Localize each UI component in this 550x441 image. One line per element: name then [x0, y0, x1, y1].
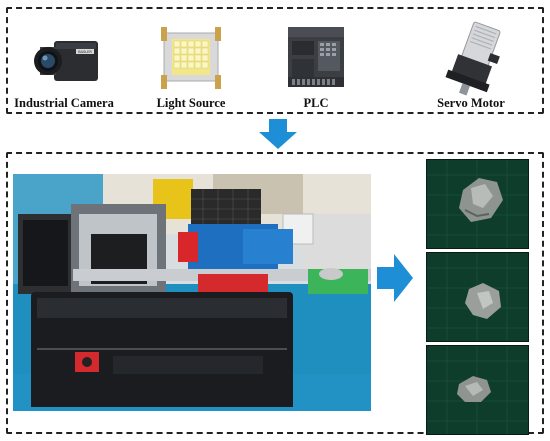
captured-ore-image-3: [426, 345, 529, 435]
hardware-components-panel: BASLER Industrial Camera Light Source: [6, 7, 544, 114]
system-setup-panel: [6, 152, 544, 434]
component-label: PLC: [303, 96, 329, 110]
camera-badge-text: BASLER: [78, 50, 92, 54]
component-servo-motor: Servo Motor: [412, 9, 530, 112]
captured-ore-image-1: [426, 159, 529, 249]
captured-ore-image-2: [426, 252, 529, 342]
component-label: Light Source: [156, 96, 226, 110]
component-plc: PLC: [266, 9, 366, 112]
servo-motor-icon: [445, 21, 501, 96]
component-label: Industrial Camera: [14, 96, 114, 110]
plc-icon: [288, 27, 344, 87]
right-arrow-icon: [377, 254, 413, 302]
component-industrial-camera: BASLER Industrial Camera: [10, 9, 118, 112]
led-light-source-icon: [161, 27, 221, 89]
component-light-source: Light Source: [138, 9, 244, 112]
down-arrow-icon: [259, 119, 297, 149]
component-label: Servo Motor: [437, 96, 505, 110]
industrial-camera-icon: BASLER: [34, 41, 98, 81]
inspection-rig-photo: [13, 174, 371, 411]
